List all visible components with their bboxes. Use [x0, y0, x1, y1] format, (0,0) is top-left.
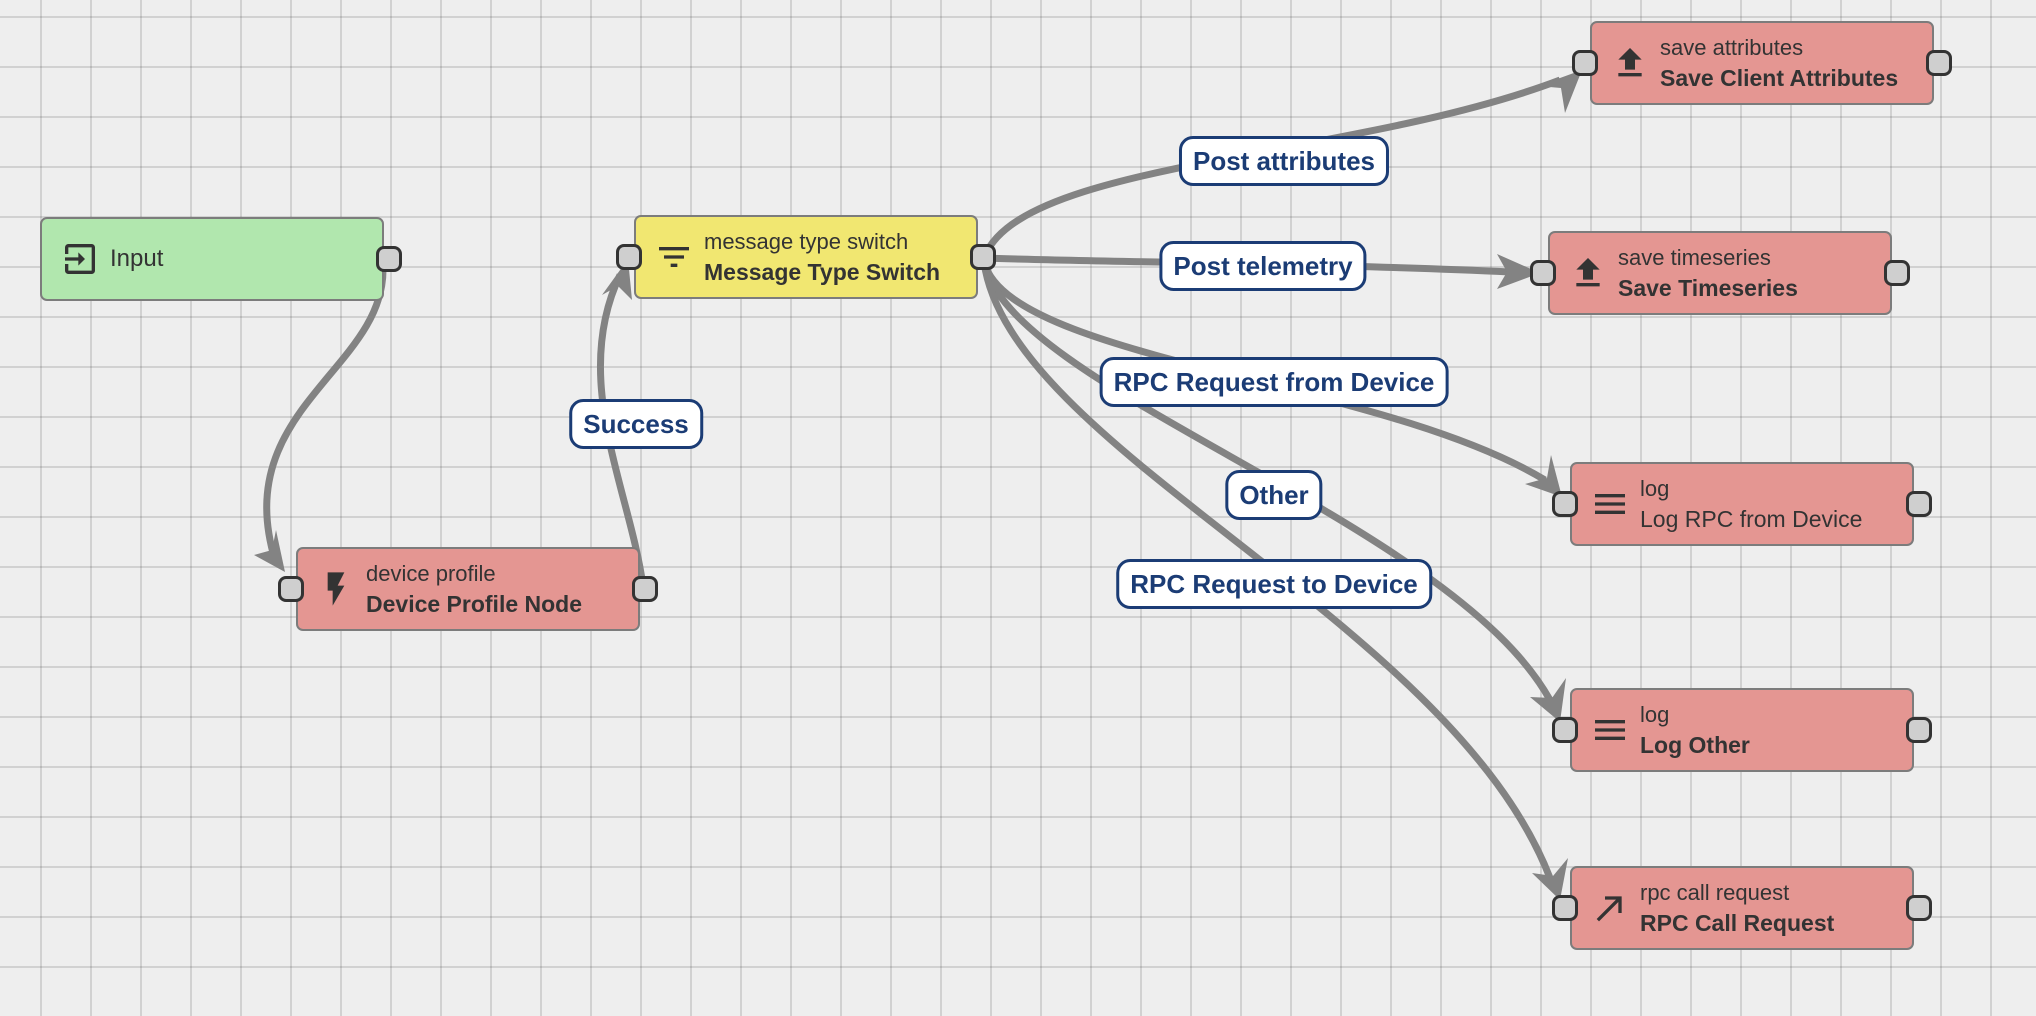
- output-port[interactable]: [1906, 717, 1932, 743]
- menu-icon: [1590, 710, 1630, 750]
- input-port[interactable]: [1572, 50, 1598, 76]
- node-log-other[interactable]: log Log Other: [1552, 688, 1932, 772]
- node-type: save attributes: [1660, 35, 1804, 60]
- edge-label-rpc-to-device[interactable]: RPC Request to Device: [1116, 559, 1432, 609]
- edge-other[interactable]: [980, 261, 1554, 702]
- edge-label-rpc-from-device[interactable]: RPC Request from Device: [1099, 357, 1449, 407]
- flash-icon: [316, 569, 356, 609]
- input-icon: [60, 239, 100, 279]
- output-port[interactable]: [1926, 50, 1952, 76]
- arrowhead: [254, 530, 285, 572]
- arrowhead: [1497, 254, 1540, 289]
- edge-label-post-attributes[interactable]: Post attributes: [1178, 136, 1390, 186]
- output-port[interactable]: [970, 244, 996, 270]
- output-port[interactable]: [1906, 895, 1932, 921]
- arrowhead: [1532, 858, 1568, 900]
- edge-label-success[interactable]: Success: [569, 399, 703, 449]
- node-type: message type switch: [704, 229, 909, 254]
- node-name: Log Other: [1640, 732, 1750, 758]
- node-name: Message Type Switch: [704, 259, 941, 285]
- arrowhead: [1525, 455, 1562, 497]
- edge-label-post-telemetry[interactable]: Post telemetry: [1159, 241, 1367, 291]
- output-port[interactable]: [632, 576, 658, 602]
- filter-icon: [654, 237, 694, 277]
- menu-icon: [1590, 484, 1630, 524]
- node-input[interactable]: Input: [40, 217, 402, 301]
- input-port[interactable]: [1530, 260, 1556, 286]
- node-type: save timeseries: [1618, 245, 1771, 270]
- node-rpc-call-request[interactable]: rpc call request RPC Call Request: [1552, 866, 1932, 950]
- input-port[interactable]: [1552, 895, 1578, 921]
- node-type: log: [1640, 476, 1670, 501]
- node-name: Save Timeseries: [1618, 275, 1798, 301]
- node-name: Device Profile Node: [366, 591, 583, 617]
- edge-label-other[interactable]: Other: [1225, 470, 1323, 520]
- node-type: device profile: [366, 561, 496, 586]
- edge-rpc-to-device[interactable]: [980, 261, 1554, 880]
- node-save-client-attributes[interactable]: save attributes Save Client Attributes: [1572, 21, 1952, 105]
- edge-input-to-device-profile[interactable]: [263, 269, 387, 562]
- arrowhead: [1530, 678, 1566, 722]
- node-label: Input: [110, 245, 164, 272]
- input-port[interactable]: [278, 576, 304, 602]
- node-name: Log RPC from Device: [1640, 506, 1863, 532]
- node-log-rpc-from-device[interactable]: log Log RPC from Device: [1552, 462, 1932, 546]
- arrowhead: [1538, 70, 1582, 113]
- node-type: rpc call request: [1640, 880, 1790, 905]
- node-name: RPC Call Request: [1640, 910, 1835, 936]
- output-port[interactable]: [376, 246, 402, 272]
- output-port[interactable]: [1884, 260, 1910, 286]
- upload-icon: [1610, 43, 1650, 83]
- node-name: Save Client Attributes: [1660, 65, 1899, 91]
- call-made-icon: [1590, 888, 1630, 928]
- node-type: log: [1640, 702, 1670, 727]
- input-port[interactable]: [1552, 717, 1578, 743]
- input-port[interactable]: [616, 244, 642, 270]
- upload-icon: [1568, 253, 1608, 293]
- node-device-profile[interactable]: device profile Device Profile Node: [278, 547, 658, 631]
- node-message-type-switch[interactable]: message type switch Message Type Switch: [616, 215, 996, 299]
- node-save-timeseries[interactable]: save timeseries Save Timeseries: [1530, 231, 1910, 315]
- input-port[interactable]: [1552, 491, 1578, 517]
- output-port[interactable]: [1906, 491, 1932, 517]
